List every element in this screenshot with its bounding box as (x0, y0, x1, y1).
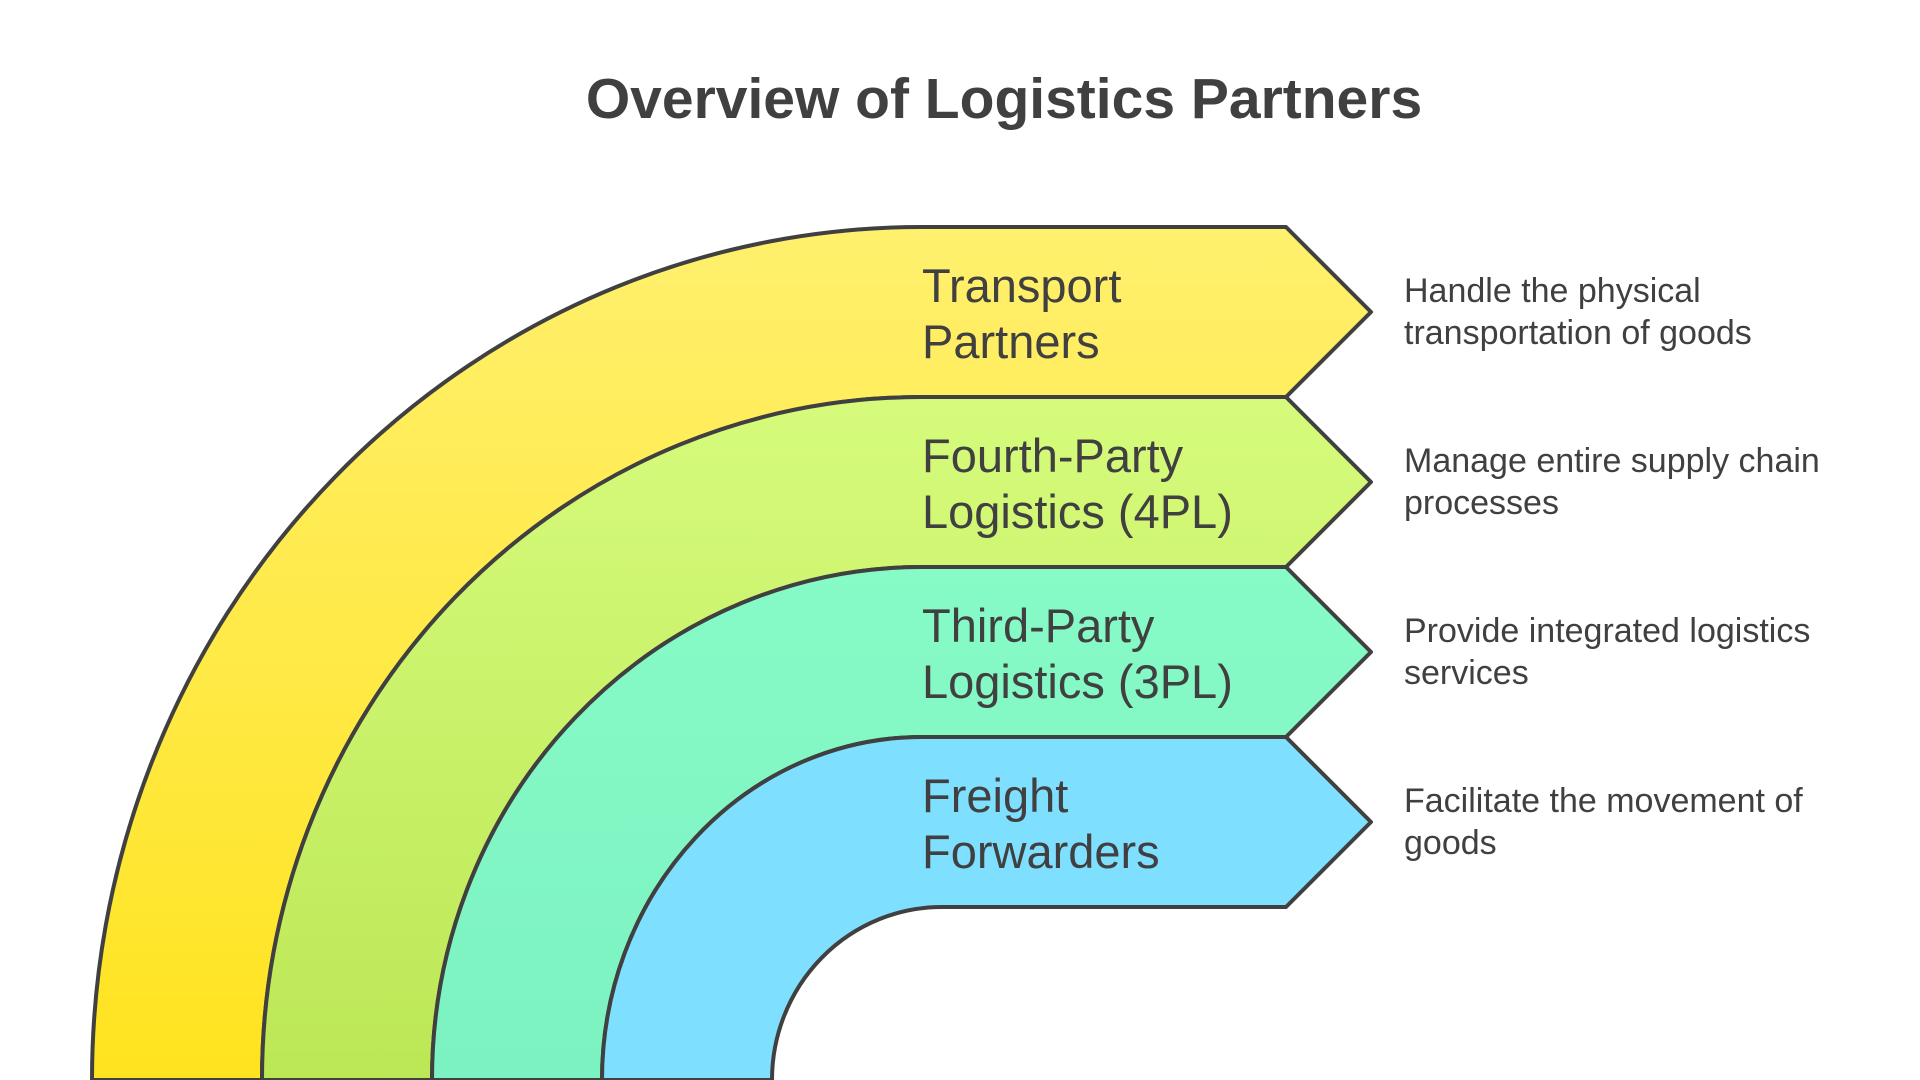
description-line: processes (1404, 484, 1559, 522)
label-line: Partners (922, 315, 1100, 368)
diagram-title: Overview of Logistics Partners (586, 67, 1422, 131)
description-line: Handle the physical (1404, 272, 1701, 310)
label-line: Logistics (3PL) (922, 655, 1233, 708)
description-freight-forwarders: Facilitate the movement of goods (1404, 782, 1812, 862)
description-line: goods (1404, 824, 1497, 862)
label-line: Transport (922, 259, 1121, 312)
label-line: Third-Party (922, 599, 1155, 652)
description-line: Manage entire supply chain (1404, 442, 1820, 480)
description-line: transportation of goods (1404, 314, 1752, 352)
label-line: Fourth-Party (922, 429, 1184, 482)
description-transport-partners: Handle the physical transportation of go… (1404, 272, 1752, 352)
label-line: Logistics (4PL) (922, 485, 1233, 538)
label-third-party-logistics: Third-Party Logistics (3PL) (922, 599, 1233, 708)
label-line: Forwarders (922, 825, 1160, 878)
description-fourth-party-logistics: Manage entire supply chain processes (1404, 442, 1829, 522)
label-transport-partners: Transport Partners (922, 259, 1134, 368)
description-third-party-logistics: Provide integrated logistics services (1404, 612, 1820, 692)
label-freight-forwarders: Freight Forwarders (922, 769, 1160, 878)
label-fourth-party-logistics: Fourth-Party Logistics (4PL) (922, 429, 1233, 538)
description-line: services (1404, 654, 1529, 692)
label-line: Freight (922, 769, 1068, 822)
description-line: Provide integrated logistics (1404, 612, 1810, 650)
band-freight-forwarders (600, 735, 1373, 1080)
description-line: Facilitate the movement of (1404, 782, 1803, 820)
